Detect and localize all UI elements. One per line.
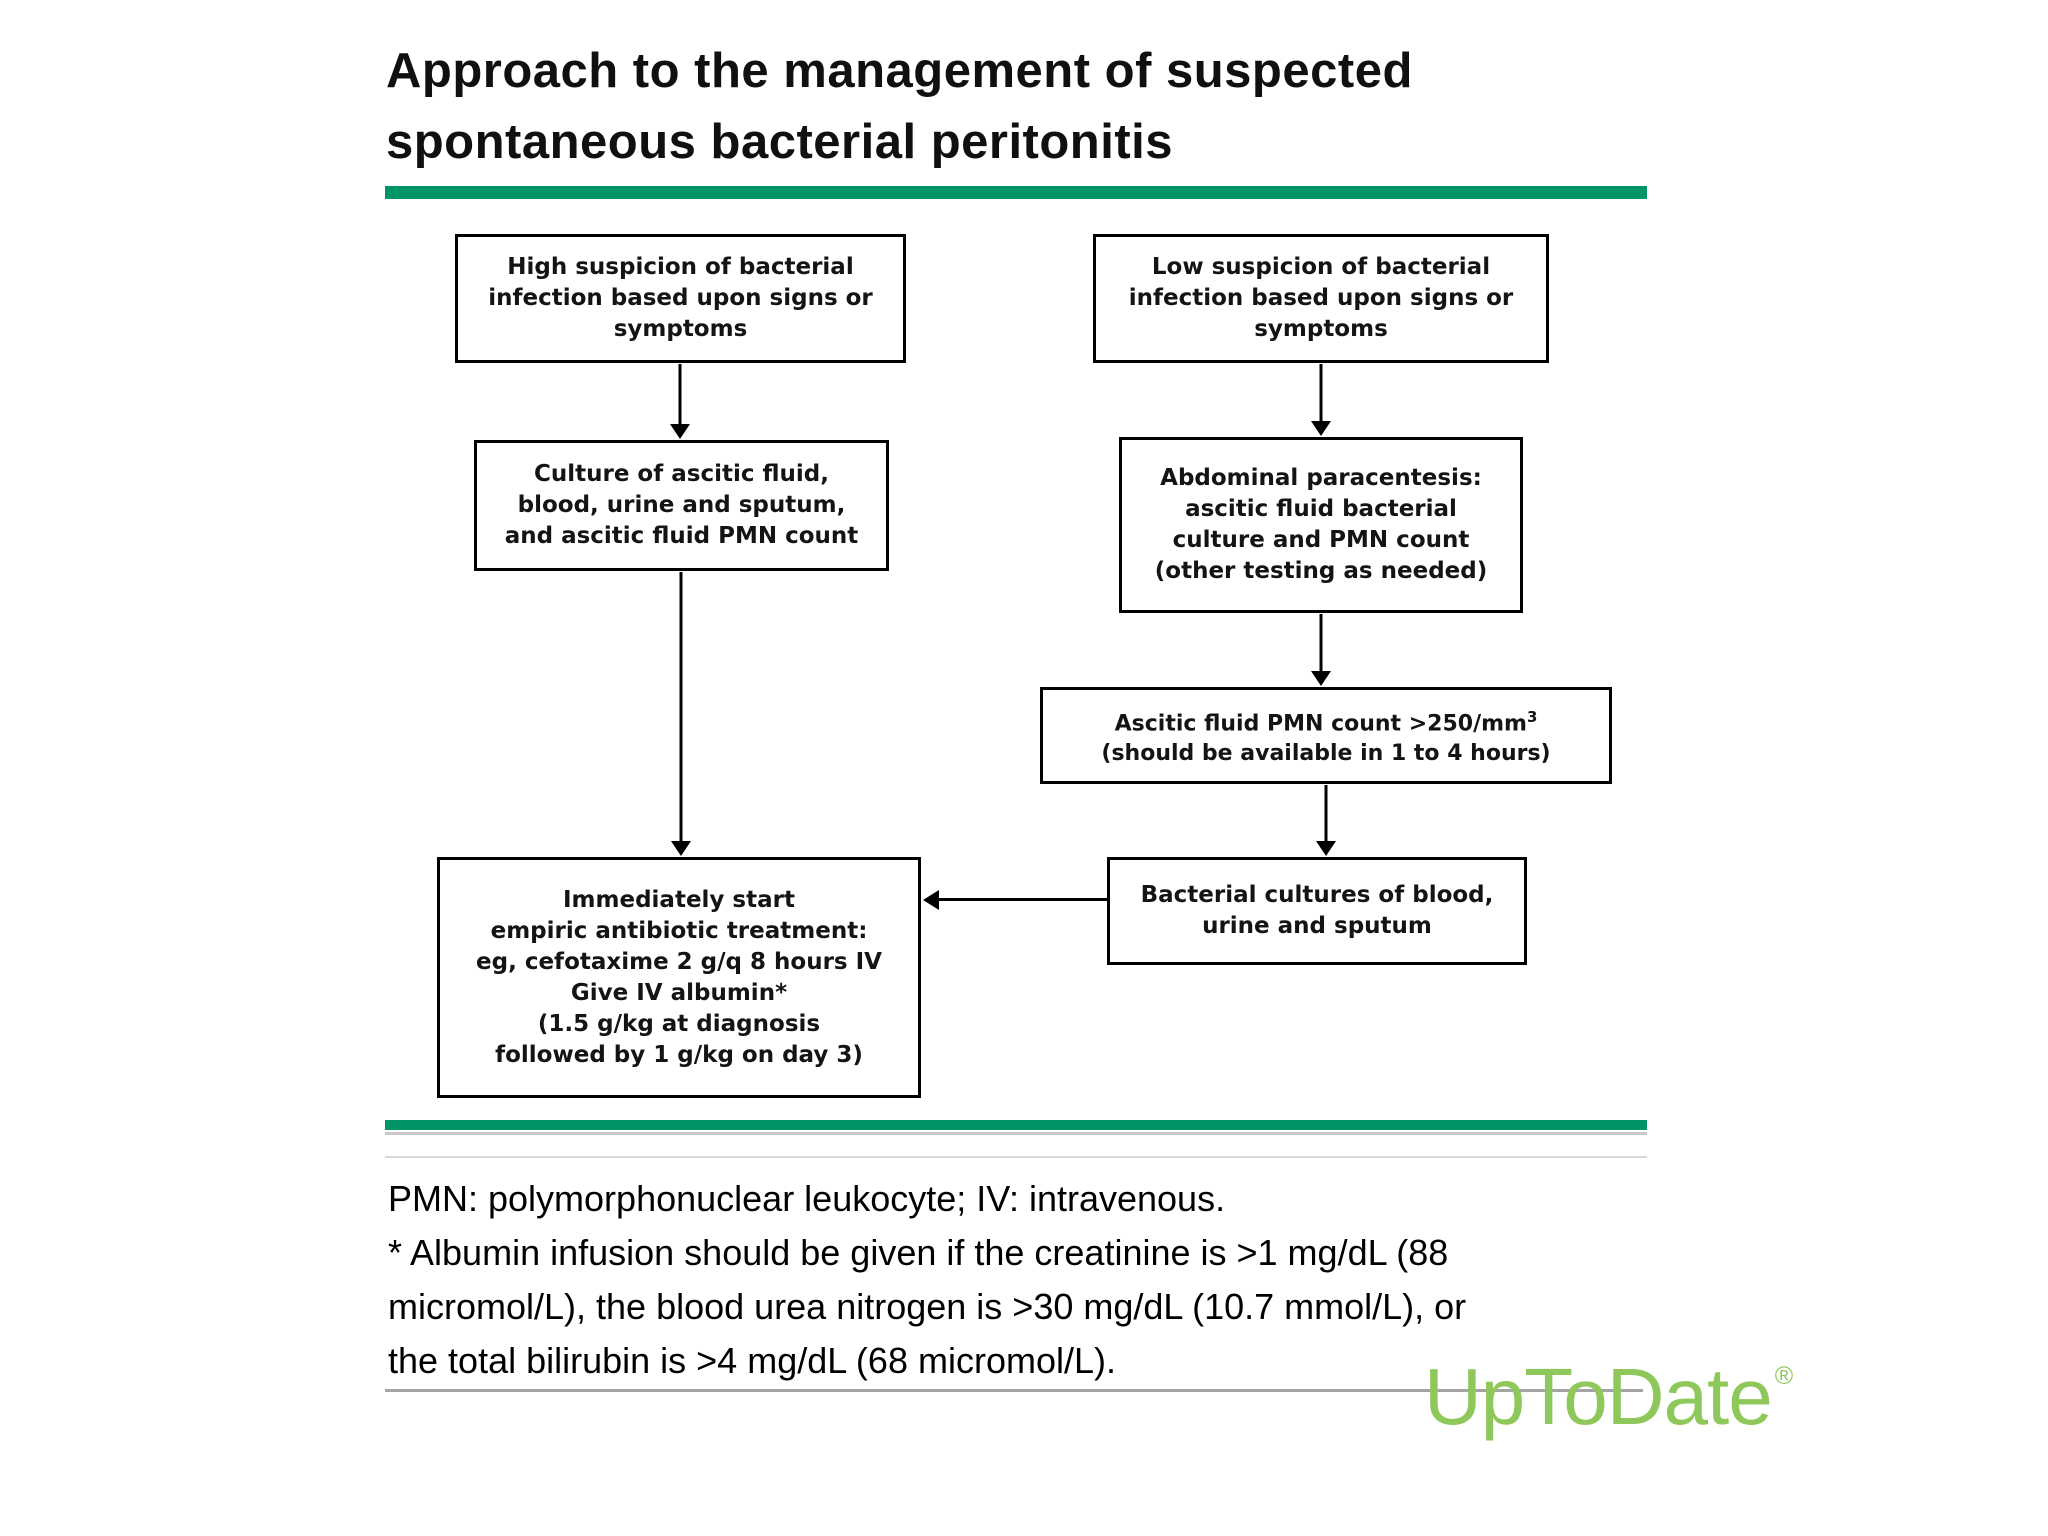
pmn-count-text: Ascitic fluid PMN count >250/mm	[1114, 711, 1527, 737]
flowchart-box-high-suspicion: High suspicion of bacterial infection ba…	[455, 234, 906, 363]
arrow-line	[1324, 785, 1328, 843]
pmn-count-superscript: 3	[1526, 707, 1538, 726]
down-arrow-culture-to-treatment	[671, 572, 691, 856]
footer-divider-line	[385, 1389, 1643, 1392]
arrow-head-icon	[670, 424, 690, 439]
arrow-line	[1319, 614, 1323, 673]
arrow-head-icon	[1311, 421, 1331, 436]
culture-text: Culture of ascitic fluid, blood, urine a…	[504, 461, 859, 549]
arrow-line	[1319, 364, 1323, 423]
divider-shadow-line	[385, 1132, 1647, 1135]
arrow-head-icon	[1311, 671, 1331, 686]
bottom-divider-bar	[385, 1120, 1647, 1130]
page-title: Approach to the management of suspected …	[386, 44, 1413, 169]
pmn-availability-text: (should be available in 1 to 4 hours)	[1101, 741, 1551, 767]
registered-trademark-icon: ®	[1774, 1362, 1793, 1390]
flowchart-box-low-suspicion: Low suspicion of bacterial infection bas…	[1093, 234, 1549, 363]
arrow-head-icon	[923, 890, 939, 910]
flowchart-box-culture: Culture of ascitic fluid, blood, urine a…	[474, 440, 889, 571]
down-arrow-paracentesis-to-pmn	[1311, 614, 1331, 686]
uptodate-logo-text: UpToDate	[1424, 1352, 1773, 1441]
down-arrow-low-to-paracentesis	[1311, 364, 1331, 436]
top-divider-bar	[385, 186, 1647, 199]
arrow-line	[678, 364, 682, 426]
footnotes-text: PMN: polymorphonuclear leukocyte; IV: in…	[388, 1178, 1467, 1381]
bacterial-cultures-text: Bacterial cultures of blood, urine and s…	[1140, 882, 1494, 939]
paracentesis-text: Abdominal paracentesis: ascitic fluid ba…	[1154, 465, 1488, 584]
uptodate-logo: UpToDate®	[1424, 1351, 1793, 1443]
down-arrow-high-to-culture	[670, 364, 690, 439]
flowchart-box-bacterial-cultures: Bacterial cultures of blood, urine and s…	[1107, 857, 1527, 965]
flowchart-box-treatment: Immediately start empiric antibiotic tre…	[437, 857, 921, 1098]
arrow-head-icon	[1316, 841, 1336, 856]
high-suspicion-text: High suspicion of bacterial infection ba…	[488, 254, 873, 342]
footnote-divider-line	[385, 1156, 1647, 1158]
arrow-line	[679, 572, 683, 843]
down-arrow-pmn-to-cultures	[1316, 785, 1336, 856]
flowchart-box-paracentesis: Abdominal paracentesis: ascitic fluid ba…	[1119, 437, 1523, 613]
arrow-line	[936, 898, 1107, 901]
flowchart-box-ascitic-pmn-count: Ascitic fluid PMN count >250/mm3 (should…	[1040, 687, 1612, 784]
low-suspicion-text: Low suspicion of bacterial infection bas…	[1128, 254, 1514, 342]
arrow-head-icon	[671, 841, 691, 856]
left-arrow-cultures-to-treatment	[923, 890, 1107, 910]
treatment-text: Immediately start empiric antibiotic tre…	[476, 886, 882, 1068]
